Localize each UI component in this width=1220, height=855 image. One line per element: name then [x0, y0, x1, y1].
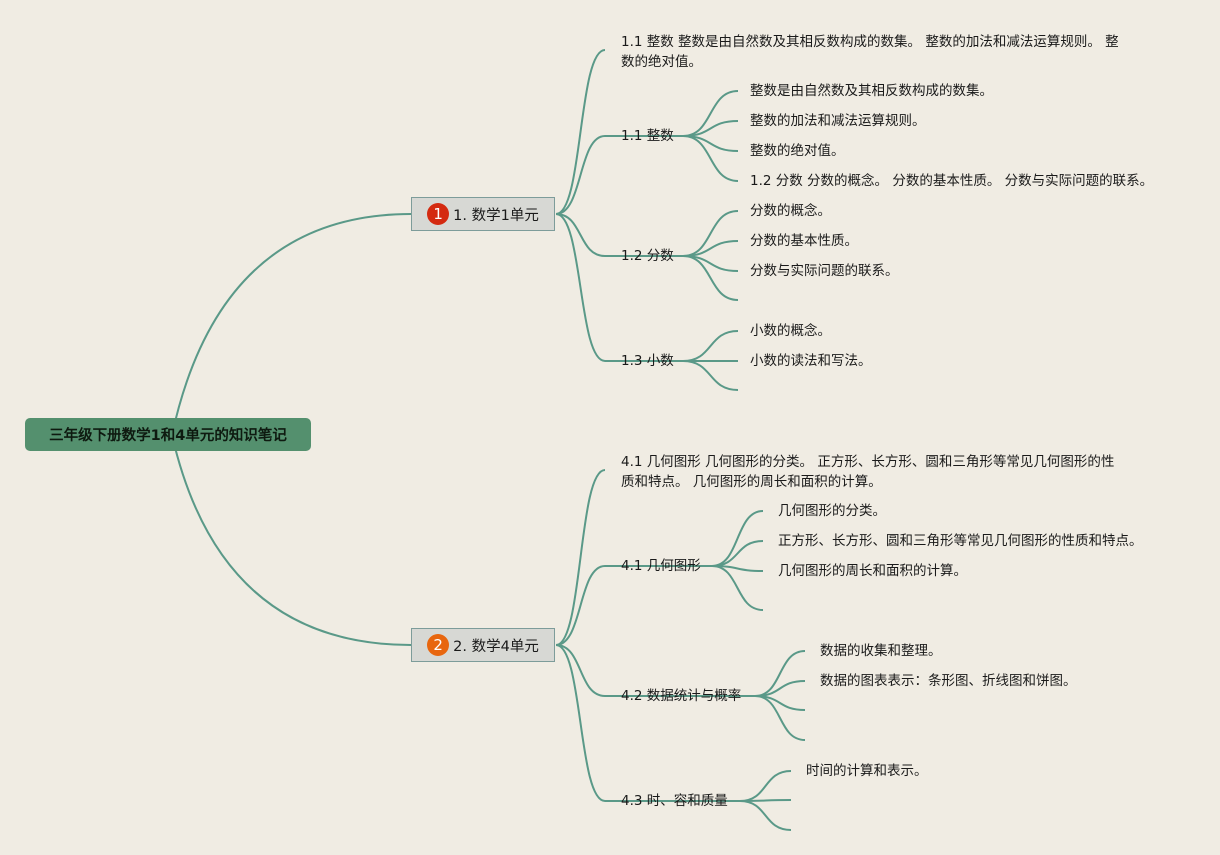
- priority-1-icon: 1: [427, 203, 450, 225]
- topic-node[interactable]: 4.1 几何图形: [621, 558, 701, 574]
- leaf-line: [682, 360, 739, 391]
- summary-node-1[interactable]: 1.1 整数 整数是由自然数及其相反数构成的数集。 整数的加法和减法运算规则。 …: [621, 34, 1119, 70]
- leaf-line: [711, 565, 764, 611]
- root-label: 三年级下册数学1和4单元的知识笔记: [49, 428, 287, 444]
- topic-node[interactable]: 1.1 整数: [621, 128, 674, 144]
- leaf-line: [682, 210, 739, 257]
- leaf-line: [754, 650, 806, 697]
- leaf-node[interactable]: 1.2 分数 分数的概念。 分数的基本性质。 分数与实际问题的联系。: [750, 173, 1154, 189]
- leaf-line: [739, 800, 792, 831]
- leaf-node[interactable]: 几何图形的分类。: [778, 503, 886, 519]
- leaf-line: [711, 540, 764, 567]
- branch-node-2[interactable]: 2 2. 数学4单元: [411, 628, 555, 662]
- branch-line: [555, 644, 606, 697]
- leaf-node[interactable]: 小数的概念。: [750, 323, 831, 339]
- root-to-branch-1-line: [171, 213, 412, 436]
- leaf-line: [682, 255, 739, 301]
- branch-line: [555, 469, 606, 646]
- leaf-node[interactable]: 整数的绝对值。: [750, 143, 845, 159]
- leaf-node[interactable]: 正方形、长方形、圆和三角形等常见几何图形的性质和特点。: [778, 533, 1143, 549]
- leaf-line: [682, 135, 739, 182]
- leaf-line: [739, 770, 792, 802]
- leaf-line: [682, 90, 739, 137]
- root-to-branch-2-line: [171, 434, 412, 646]
- leaf-node[interactable]: 分数的概念。: [750, 203, 831, 219]
- leaf-node[interactable]: 小数的读法和写法。: [750, 353, 872, 369]
- leaf-node[interactable]: 分数的基本性质。: [750, 233, 858, 249]
- leaf-node[interactable]: 分数与实际问题的联系。: [750, 263, 899, 279]
- branch-label: 2. 数学4单元: [453, 638, 539, 655]
- topic-node[interactable]: 4.2 数据统计与概率: [621, 688, 742, 704]
- branch-line: [555, 644, 606, 802]
- leaf-node[interactable]: 整数的加法和减法运算规则。: [750, 113, 926, 129]
- leaf-node[interactable]: 整数是由自然数及其相反数构成的数集。: [750, 83, 993, 99]
- leaf-line: [754, 695, 806, 741]
- leaf-line: [711, 510, 764, 567]
- leaf-node[interactable]: 时间的计算和表示。: [806, 763, 928, 779]
- summary-node-2[interactable]: 4.1 几何图形 几何图形的分类。 正方形、长方形、圆和三角形等常见几何图形的性…: [621, 454, 1115, 490]
- branch-node-1[interactable]: 1 1. 数学1单元: [411, 197, 555, 231]
- branch-line: [555, 49, 606, 215]
- branch-line: [555, 213, 606, 362]
- leaf-line: [682, 330, 739, 362]
- root-node[interactable]: 三年级下册数学1和4单元的知识笔记: [25, 418, 311, 451]
- branch-line: [555, 565, 606, 646]
- leaf-node[interactable]: 几何图形的周长和面积的计算。: [778, 563, 967, 579]
- topic-node[interactable]: 1.2 分数: [621, 248, 674, 264]
- leaf-node[interactable]: 数据的收集和整理。: [820, 643, 942, 659]
- branch-line: [555, 135, 606, 215]
- leaf-node[interactable]: 数据的图表表示：条形图、折线图和饼图。: [820, 673, 1077, 689]
- priority-2-icon: 2: [427, 634, 450, 656]
- branch-label: 1. 数学1单元: [453, 207, 539, 224]
- topic-node[interactable]: 4.3 时、容和质量: [621, 793, 728, 809]
- topic-node[interactable]: 1.3 小数: [621, 353, 674, 369]
- branch-line: [555, 213, 606, 257]
